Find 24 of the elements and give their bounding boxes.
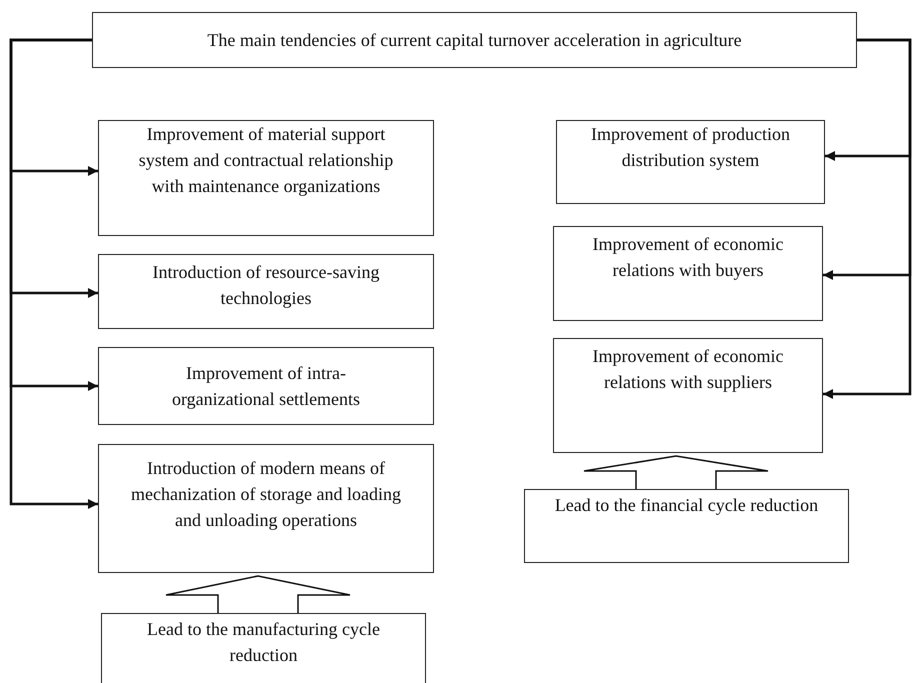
box-text: Improvement of production distribution system bbox=[590, 123, 791, 172]
process-box bbox=[98, 120, 434, 236]
box-text: Improvement of economic relations with suppliers bbox=[592, 345, 784, 394]
process-box bbox=[98, 254, 434, 329]
process-box bbox=[98, 444, 434, 573]
process-box bbox=[553, 338, 823, 453]
process-box bbox=[553, 226, 823, 321]
process-box bbox=[524, 489, 849, 563]
block-arrow bbox=[583, 455, 769, 490]
box-text: Improvement of intra-organizational settlements bbox=[170, 362, 362, 411]
box-text: Introduction of modern means of mechanization of storage and loading and unloading operations bbox=[130, 457, 402, 532]
box-text: Lead to the financial cycle reduction bbox=[554, 494, 818, 517]
box-text: Lead to the manufacturing cycle reduction bbox=[146, 618, 381, 667]
process-box bbox=[101, 613, 426, 683]
box-text: Improvement of economic relations with buyers bbox=[592, 233, 784, 282]
arrow bbox=[10, 38, 98, 509]
arrow bbox=[823, 38, 912, 399]
process-box bbox=[556, 120, 825, 204]
box-text: The main tendencies of current capital turnover acceleration in agriculture bbox=[207, 29, 742, 52]
block-arrow bbox=[165, 575, 351, 614]
box-text: Introduction of resource-saving technologies bbox=[152, 261, 380, 310]
process-box bbox=[92, 12, 857, 68]
process-box bbox=[98, 347, 434, 425]
box-text: Improvement of material support system and contractual relationship with maintenance organizations bbox=[138, 123, 394, 198]
